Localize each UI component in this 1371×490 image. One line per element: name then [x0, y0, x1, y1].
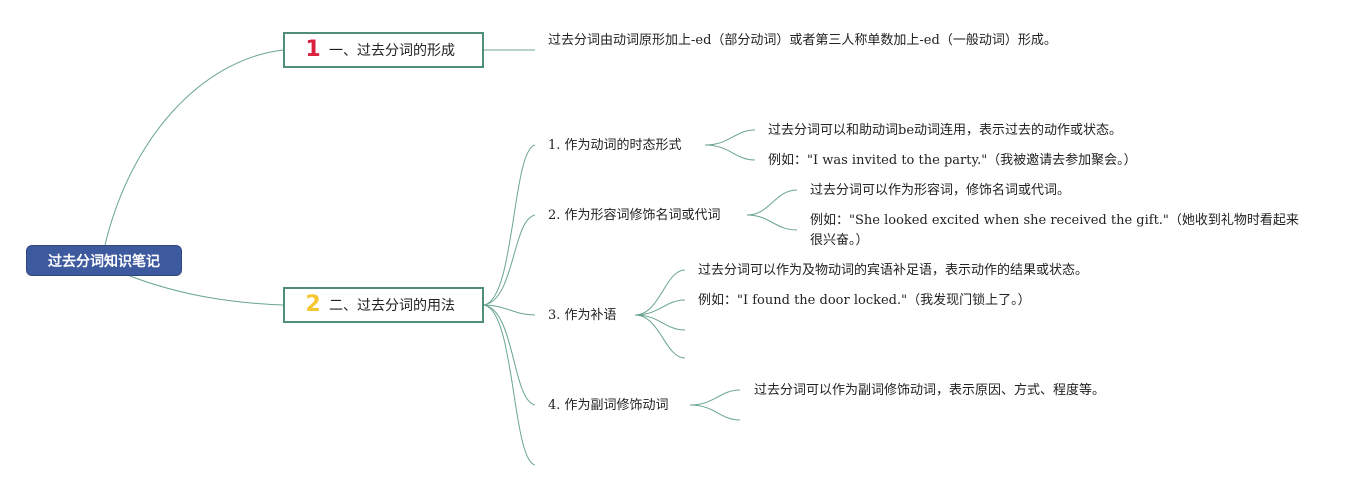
topic-usage[interactable]: 2 二、过去分词的用法: [283, 287, 484, 323]
connector-usage4-note1: [689, 389, 741, 406]
connector-topic2-usage2: [483, 214, 536, 306]
usage-1-label[interactable]: 1. 作为动词的时态形式: [548, 138, 682, 153]
connector-root-topic1: [104, 49, 284, 246]
connector-usage2-note1: [746, 189, 798, 216]
usage-4-note-1[interactable]: 过去分词可以作为副词修饰动词，表示原因、方式、程度等。: [754, 383, 1106, 398]
connector-topic2-usage4: [483, 304, 536, 406]
topic-formation[interactable]: 1 一、过去分词的形成: [283, 32, 484, 68]
usage-2-note-2[interactable]: 例如："She looked excited when she received…: [810, 213, 1299, 248]
connector-topic2-usage1: [483, 144, 536, 306]
usage-1-note-1[interactable]: 过去分词可以和助动词be动词连用，表示过去的动作或状态。: [768, 123, 1123, 138]
usage-3-note-1[interactable]: 过去分词可以作为及物动词的宾语补足语，表示动作的结果或状态。: [698, 263, 1089, 278]
connector-usage3-note1: [634, 269, 686, 316]
root-label: 过去分词知识笔记: [48, 253, 160, 270]
connector-usage3-note4: [634, 314, 686, 359]
connector-usage4-note2: [689, 404, 741, 421]
connector-topic2-usage3: [483, 304, 536, 316]
usage-2-note-1[interactable]: 过去分词可以作为形容词，修饰名词或代词。: [810, 183, 1071, 198]
connector-usage1-note2: [704, 144, 756, 161]
topic2-number: 2: [305, 292, 321, 317]
topic1-detail[interactable]: 过去分词由动词原形加上-ed（部分动词）或者第三人称单数加上-ed（一般动词）形…: [548, 33, 1057, 48]
connector-usage1-note1: [704, 129, 756, 146]
usage-1-note-2[interactable]: 例如："I was invited to the party."（我被邀请去参加…: [768, 153, 1137, 168]
topic1-number: 1: [305, 37, 321, 62]
topic2-label: 二、过去分词的用法: [329, 298, 455, 314]
usage-2-label[interactable]: 2. 作为形容词修饰名词或代词: [548, 208, 721, 223]
usage-3-note-2[interactable]: 例如："I found the door locked."（我发现门锁上了。）: [698, 293, 1031, 308]
usage-3-label[interactable]: 3. 作为补语: [548, 308, 617, 323]
root-node[interactable]: 过去分词知识笔记: [26, 245, 182, 276]
connector-usage2-note2: [746, 214, 798, 231]
usage-4-label[interactable]: 4. 作为副词修饰动词: [548, 398, 669, 413]
connector-usage3-note2: [634, 299, 686, 316]
connector-usage3-note3: [634, 314, 686, 331]
topic1-label: 一、过去分词的形成: [329, 43, 455, 59]
connector-root-topic2: [129, 275, 284, 306]
connector-topic2-extra: [483, 304, 536, 466]
